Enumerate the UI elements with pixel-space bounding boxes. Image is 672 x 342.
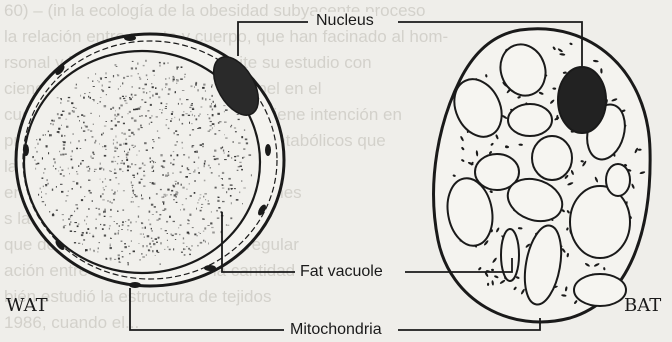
mitochondria-label: Mitochondria [288, 321, 384, 339]
bat-label: BAT [624, 296, 661, 316]
bat-nucleus [558, 67, 606, 133]
wat-cell [16, 34, 284, 288]
nucleus-label: Nucleus [314, 12, 376, 30]
fat-vacuole-label: Fat vacuole [298, 263, 385, 281]
bat-cell [434, 29, 651, 322]
wat-label: WAT [6, 296, 48, 316]
background-text-line: la relación entre mente y cuerpo, que ha… [4, 27, 448, 46]
